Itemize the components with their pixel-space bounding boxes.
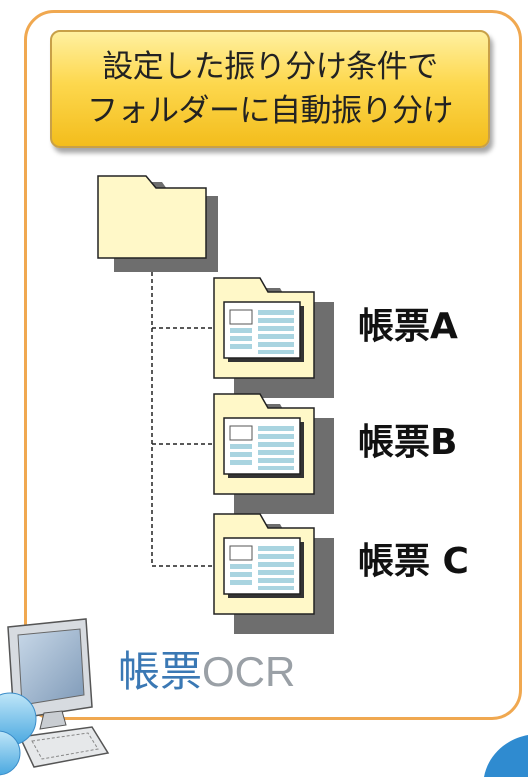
form-label-b: 帳票B: [358, 422, 458, 463]
product-name: 帳票OCR: [118, 646, 295, 698]
product-name-en: OCR: [202, 648, 296, 695]
tree-connectors: [151, 258, 214, 567]
product-name-ja: 帳票: [118, 647, 203, 696]
folder-form-c-icon: [213, 513, 335, 635]
root-folder-icon: [97, 175, 218, 272]
folder-form-a-icon: [213, 277, 335, 399]
form-label-c: 帳票 C: [358, 541, 469, 582]
auto-sort-banner: 設定した振り分け条件で フォルダーに自動振り分け: [50, 30, 490, 148]
banner-line-1: 設定した振り分け条件で: [102, 49, 438, 85]
folder-form-b-icon: [213, 393, 335, 515]
computer-icon: [0, 618, 110, 776]
form-label-a: 帳票A: [358, 306, 458, 347]
banner-line-2: フォルダーに自動振り分け: [87, 93, 454, 129]
decorative-blue-shape: [484, 735, 528, 777]
